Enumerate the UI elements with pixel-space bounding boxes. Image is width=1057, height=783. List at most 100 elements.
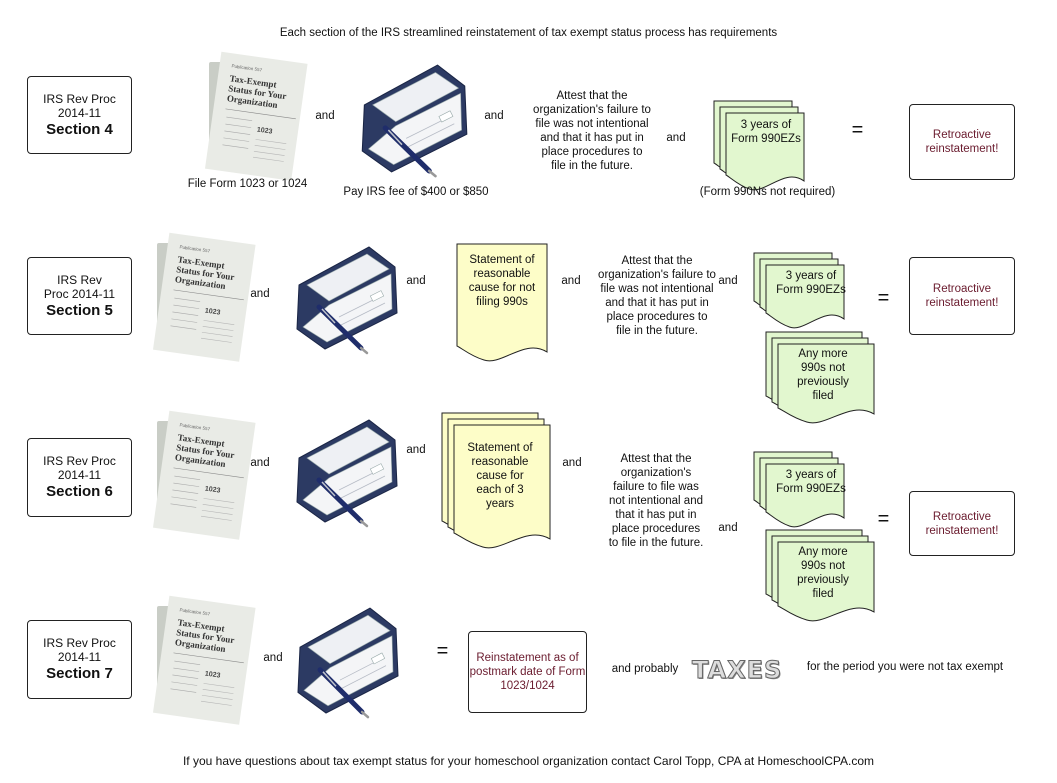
form-line xyxy=(226,116,253,122)
section-7-box: IRS Rev Proc 2014-11 Section 7 xyxy=(27,620,132,699)
form-line xyxy=(202,689,234,694)
section-6-box: IRS Rev Proc 2014-11 Section 6 xyxy=(27,438,132,517)
form-page xyxy=(204,51,308,181)
period-note: for the period you were not tax exempt xyxy=(806,661,1004,673)
form-number-text: 1023 xyxy=(204,485,221,494)
checkbook-group xyxy=(296,419,398,528)
form-rule xyxy=(225,108,296,120)
form-line xyxy=(201,515,232,521)
check-amount-box xyxy=(369,463,385,475)
section-5-heading: Section 5 xyxy=(46,301,113,319)
checkbook-upper-page xyxy=(307,614,391,664)
three-years-label: 3 years of Form 990EZs xyxy=(776,270,846,296)
and-label: and xyxy=(406,275,426,287)
checkbook-lower-page xyxy=(302,446,393,516)
form-line xyxy=(171,496,198,501)
check-line xyxy=(408,123,455,148)
equals-sign: = xyxy=(877,287,890,309)
footer-contact: If you have questions about tax exempt s… xyxy=(182,754,875,768)
retroactive-result: Retroactive reinstatement! xyxy=(909,104,1015,180)
form-line xyxy=(201,331,233,337)
file-form-caption: File Form 1023 or 1024 xyxy=(187,178,308,190)
form-page xyxy=(152,232,256,362)
pen-clip xyxy=(321,308,336,324)
statement-stack xyxy=(441,412,551,549)
section-6-line1: IRS Rev Proc xyxy=(43,454,116,468)
any-more-990s-label: Any more 990s not previously filed xyxy=(797,546,849,600)
document-sheet xyxy=(777,541,875,622)
section-7-line2: 2014-11 xyxy=(57,650,102,664)
form-line xyxy=(222,144,249,149)
section-5-line1: IRS Rev xyxy=(57,272,102,287)
section-4-box: IRS Rev Proc 2014-11 Section 4 xyxy=(27,76,132,154)
three-years-label: 3 years of Form 990EZs xyxy=(731,119,801,145)
pen-tip xyxy=(360,710,370,719)
section-6-heading: Section 6 xyxy=(46,483,113,500)
form-line xyxy=(171,681,198,686)
form-line xyxy=(225,123,252,128)
form-line xyxy=(170,325,197,330)
not-required-note: (Form 990Ns not required) xyxy=(699,186,836,198)
form-line xyxy=(253,156,284,162)
document-sheet xyxy=(777,343,875,424)
check-amount-box xyxy=(370,652,386,665)
check-amount-box xyxy=(369,290,385,302)
checkbook-lower-page xyxy=(368,92,462,165)
checkbook-image xyxy=(296,246,398,355)
form-line xyxy=(255,139,287,144)
check-line xyxy=(341,665,387,689)
checkbook-upper-page xyxy=(306,253,390,302)
retroactive-result: Retroactive reinstatement! xyxy=(909,257,1015,335)
form-rule xyxy=(173,289,244,301)
attest-statement: Attest that the organization's failure t… xyxy=(533,90,651,172)
form-line xyxy=(203,498,235,503)
attest-statement: Attest that the organization's failure t… xyxy=(608,453,704,549)
checkbook-lower-page xyxy=(303,635,394,707)
statement-label: Statement of reasonable cause for each o… xyxy=(467,442,533,510)
and-label: and xyxy=(263,652,283,664)
form-rule xyxy=(173,652,244,664)
section-5-box: IRS Rev Proc 2014-11 Section 5 xyxy=(27,257,132,335)
pen-tip xyxy=(427,169,437,178)
checkbook-group xyxy=(296,246,398,355)
document-sheet xyxy=(765,264,845,329)
document-sheet xyxy=(456,243,548,362)
and-label: and xyxy=(561,275,581,287)
form-number-text: 1023 xyxy=(204,670,221,679)
and-label: and xyxy=(718,275,738,287)
document-sheet xyxy=(725,112,805,191)
form-line xyxy=(224,130,251,135)
form-number-text: 1023 xyxy=(256,126,273,135)
form-rule xyxy=(173,467,244,479)
any-more-990s-label: Any more 990s not previously filed xyxy=(797,348,849,402)
check-line xyxy=(340,302,386,326)
three-years-label: 3 years of Form 990EZs xyxy=(776,469,846,495)
attest-statement: Attest that the organization's failure t… xyxy=(598,255,716,337)
form-line xyxy=(203,320,235,325)
taxes-wordart: TAXES xyxy=(691,656,783,685)
form-publication-text: Publication 557 xyxy=(179,607,211,616)
form-line xyxy=(201,337,232,343)
equals-sign: = xyxy=(436,640,449,662)
and-label: and xyxy=(718,522,738,534)
section-5-line2: Proc 2014-11 xyxy=(43,286,116,301)
form-line xyxy=(174,475,201,481)
and-label: and xyxy=(562,457,582,469)
form-line xyxy=(172,674,199,679)
form-page xyxy=(152,410,256,540)
checkbook-image xyxy=(297,607,399,719)
form-publication-text: Publication 557 xyxy=(179,422,211,431)
fee-caption: Pay IRS fee of $400 or $850 xyxy=(343,186,489,198)
pen-tip xyxy=(359,519,369,528)
form-990-stack xyxy=(765,529,875,622)
form-line xyxy=(202,326,234,331)
form-line xyxy=(174,297,201,303)
form-number-text: 1023 xyxy=(204,307,221,316)
pen-clip xyxy=(322,671,337,687)
form-line xyxy=(170,688,197,693)
form-line xyxy=(201,700,232,706)
